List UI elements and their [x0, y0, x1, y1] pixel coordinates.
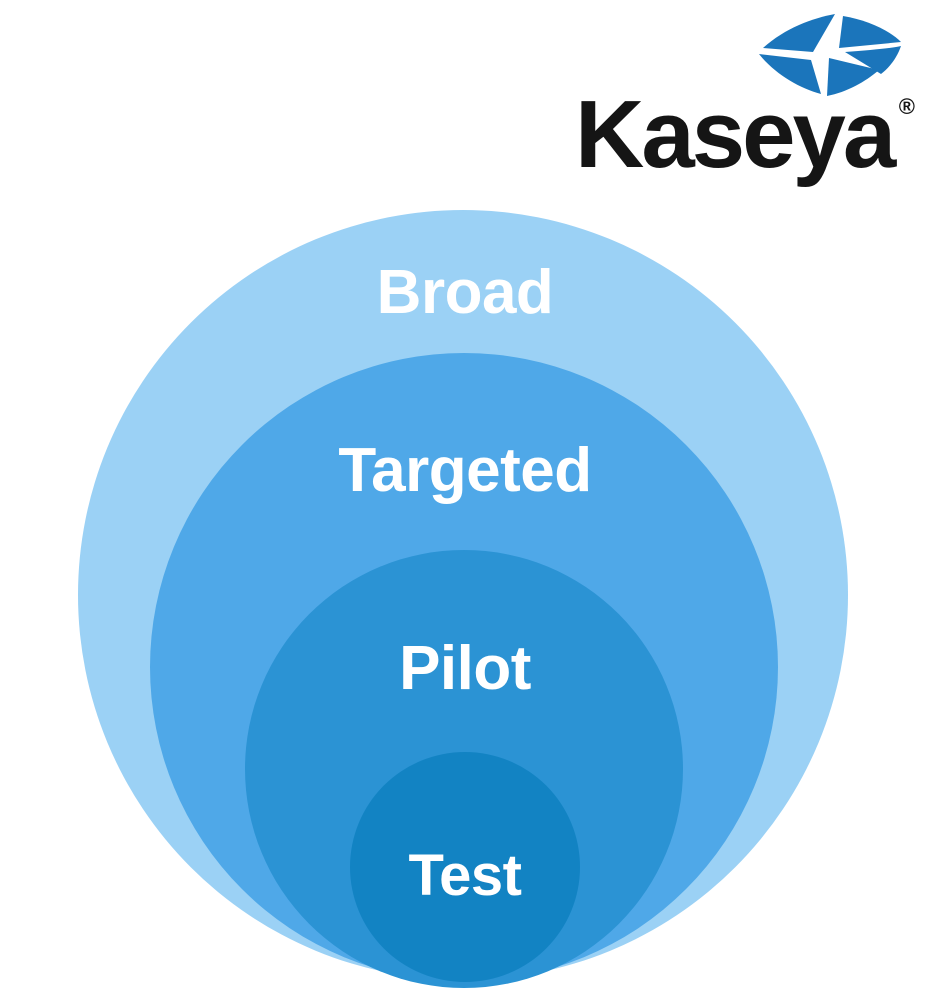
kaseya-wordmark: Kaseya ®: [575, 87, 915, 183]
ring-label-test: Test: [408, 843, 522, 908]
registered-trademark-icon: ®: [898, 94, 915, 119]
kaseya-k-swoosh-icon: [755, 12, 903, 98]
ring-label-targeted: Targeted: [338, 436, 592, 505]
ring-test[interactable]: [350, 752, 580, 982]
brand-name: Kaseya: [575, 81, 896, 188]
kaseya-logo: Kaseya ®: [575, 12, 915, 183]
ring-label-pilot: Pilot: [399, 634, 531, 703]
ring-label-broad: Broad: [376, 258, 554, 327]
